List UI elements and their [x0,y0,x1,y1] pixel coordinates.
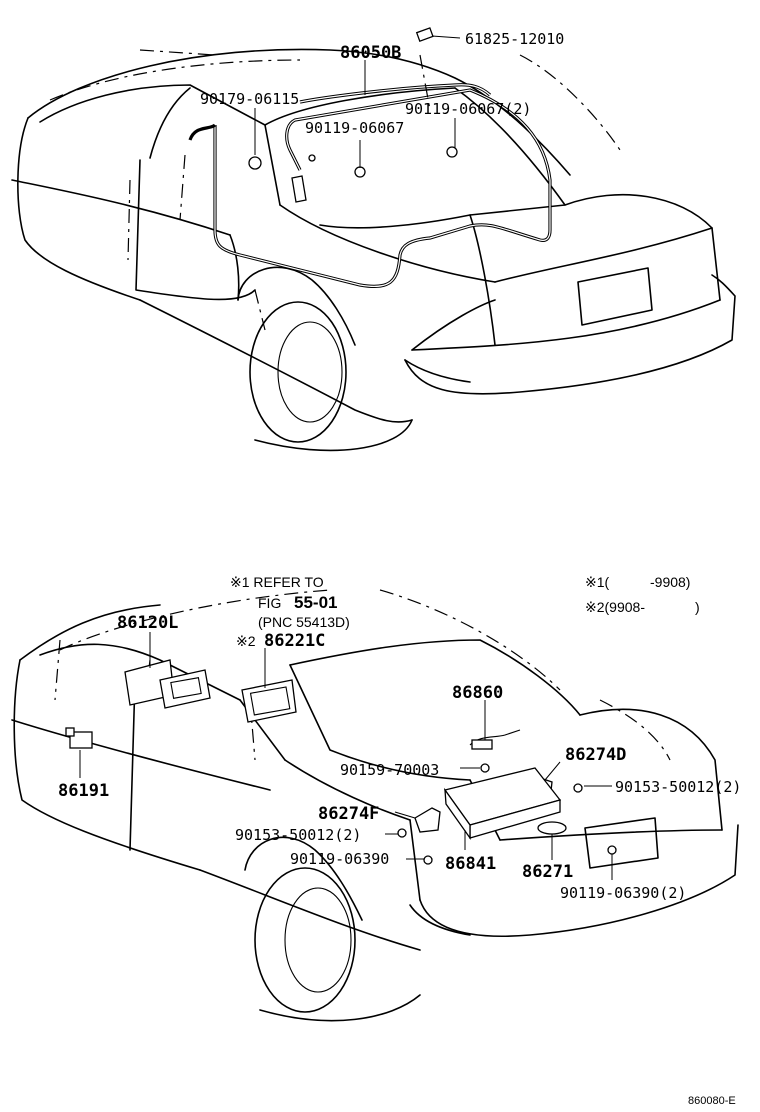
clip-icon [248,156,262,170]
clip-icon [308,154,316,162]
part-label-86860: 86860 [452,683,503,703]
tweeter-icon [69,731,93,749]
top-car-outline [11,48,736,452]
note-fig-prefix: FIG [258,595,281,611]
bolt-icon [397,828,407,838]
part-label-86120l: 86120L [117,613,178,633]
legend-1-value: -9908) [650,574,690,590]
part-label-90179: 90179-06115 [200,90,299,108]
top-leaders [254,35,461,168]
bottom-car-outline [11,604,739,1022]
shield-plate-icon [415,27,434,42]
diagram-code: 860080-E [688,1095,736,1107]
part-label-90119-b: 90119-06067 [305,119,404,137]
connector-icon [291,175,307,203]
part-label-86191: 86191 [58,781,109,801]
part-label-86274d: 86274D [565,745,626,765]
speaker-grille-icon [159,669,211,709]
bottom-leaders [79,632,613,880]
bolt-icon [354,166,366,178]
part-label-90119-right: 90119-06390(2) [560,884,686,902]
bolt-icon [480,763,490,773]
note-pnc: (PNC 55413D) [258,614,350,630]
top-dashed-outline [49,49,621,331]
part-label-86841: 86841 [445,854,496,874]
legend-2-mark: ※2(9908- [585,599,645,615]
part-label-86050b: 86050B [340,43,401,63]
part-label-90153-right: 90153-50012(2) [615,778,741,796]
part-label-90119-left: 90119-06390 [290,850,389,868]
legend-1-mark: ※1( [585,574,610,590]
part-label-90119-a: 90119-06067(2) [405,100,531,118]
part-label-86274f: 86274F [318,804,379,824]
part-label-90159: 90159-70003 [340,761,439,779]
top-antenna-harness [188,83,552,288]
note-mark-2: ※2 [236,633,256,649]
bracket-icon [414,807,441,833]
bolt-icon [446,146,458,158]
bolt-icon [573,783,583,793]
disc-pad-icon [537,821,567,835]
legend-2-close: ) [695,599,700,615]
part-label-86221c: 86221C [264,631,325,651]
note-fig-number: 55-01 [294,593,337,612]
part-label-90153-left: 90153-50012(2) [235,826,361,844]
bolt-icon [607,845,617,855]
top-parts [248,27,458,203]
speaker-icon [241,679,297,723]
bolt-icon [423,855,433,865]
part-label-61825: 61825-12010 [465,30,564,48]
bottom-parts [65,659,617,865]
note-refer-to: ※1 REFER TO [230,574,324,590]
part-label-86271: 86271 [522,862,573,882]
